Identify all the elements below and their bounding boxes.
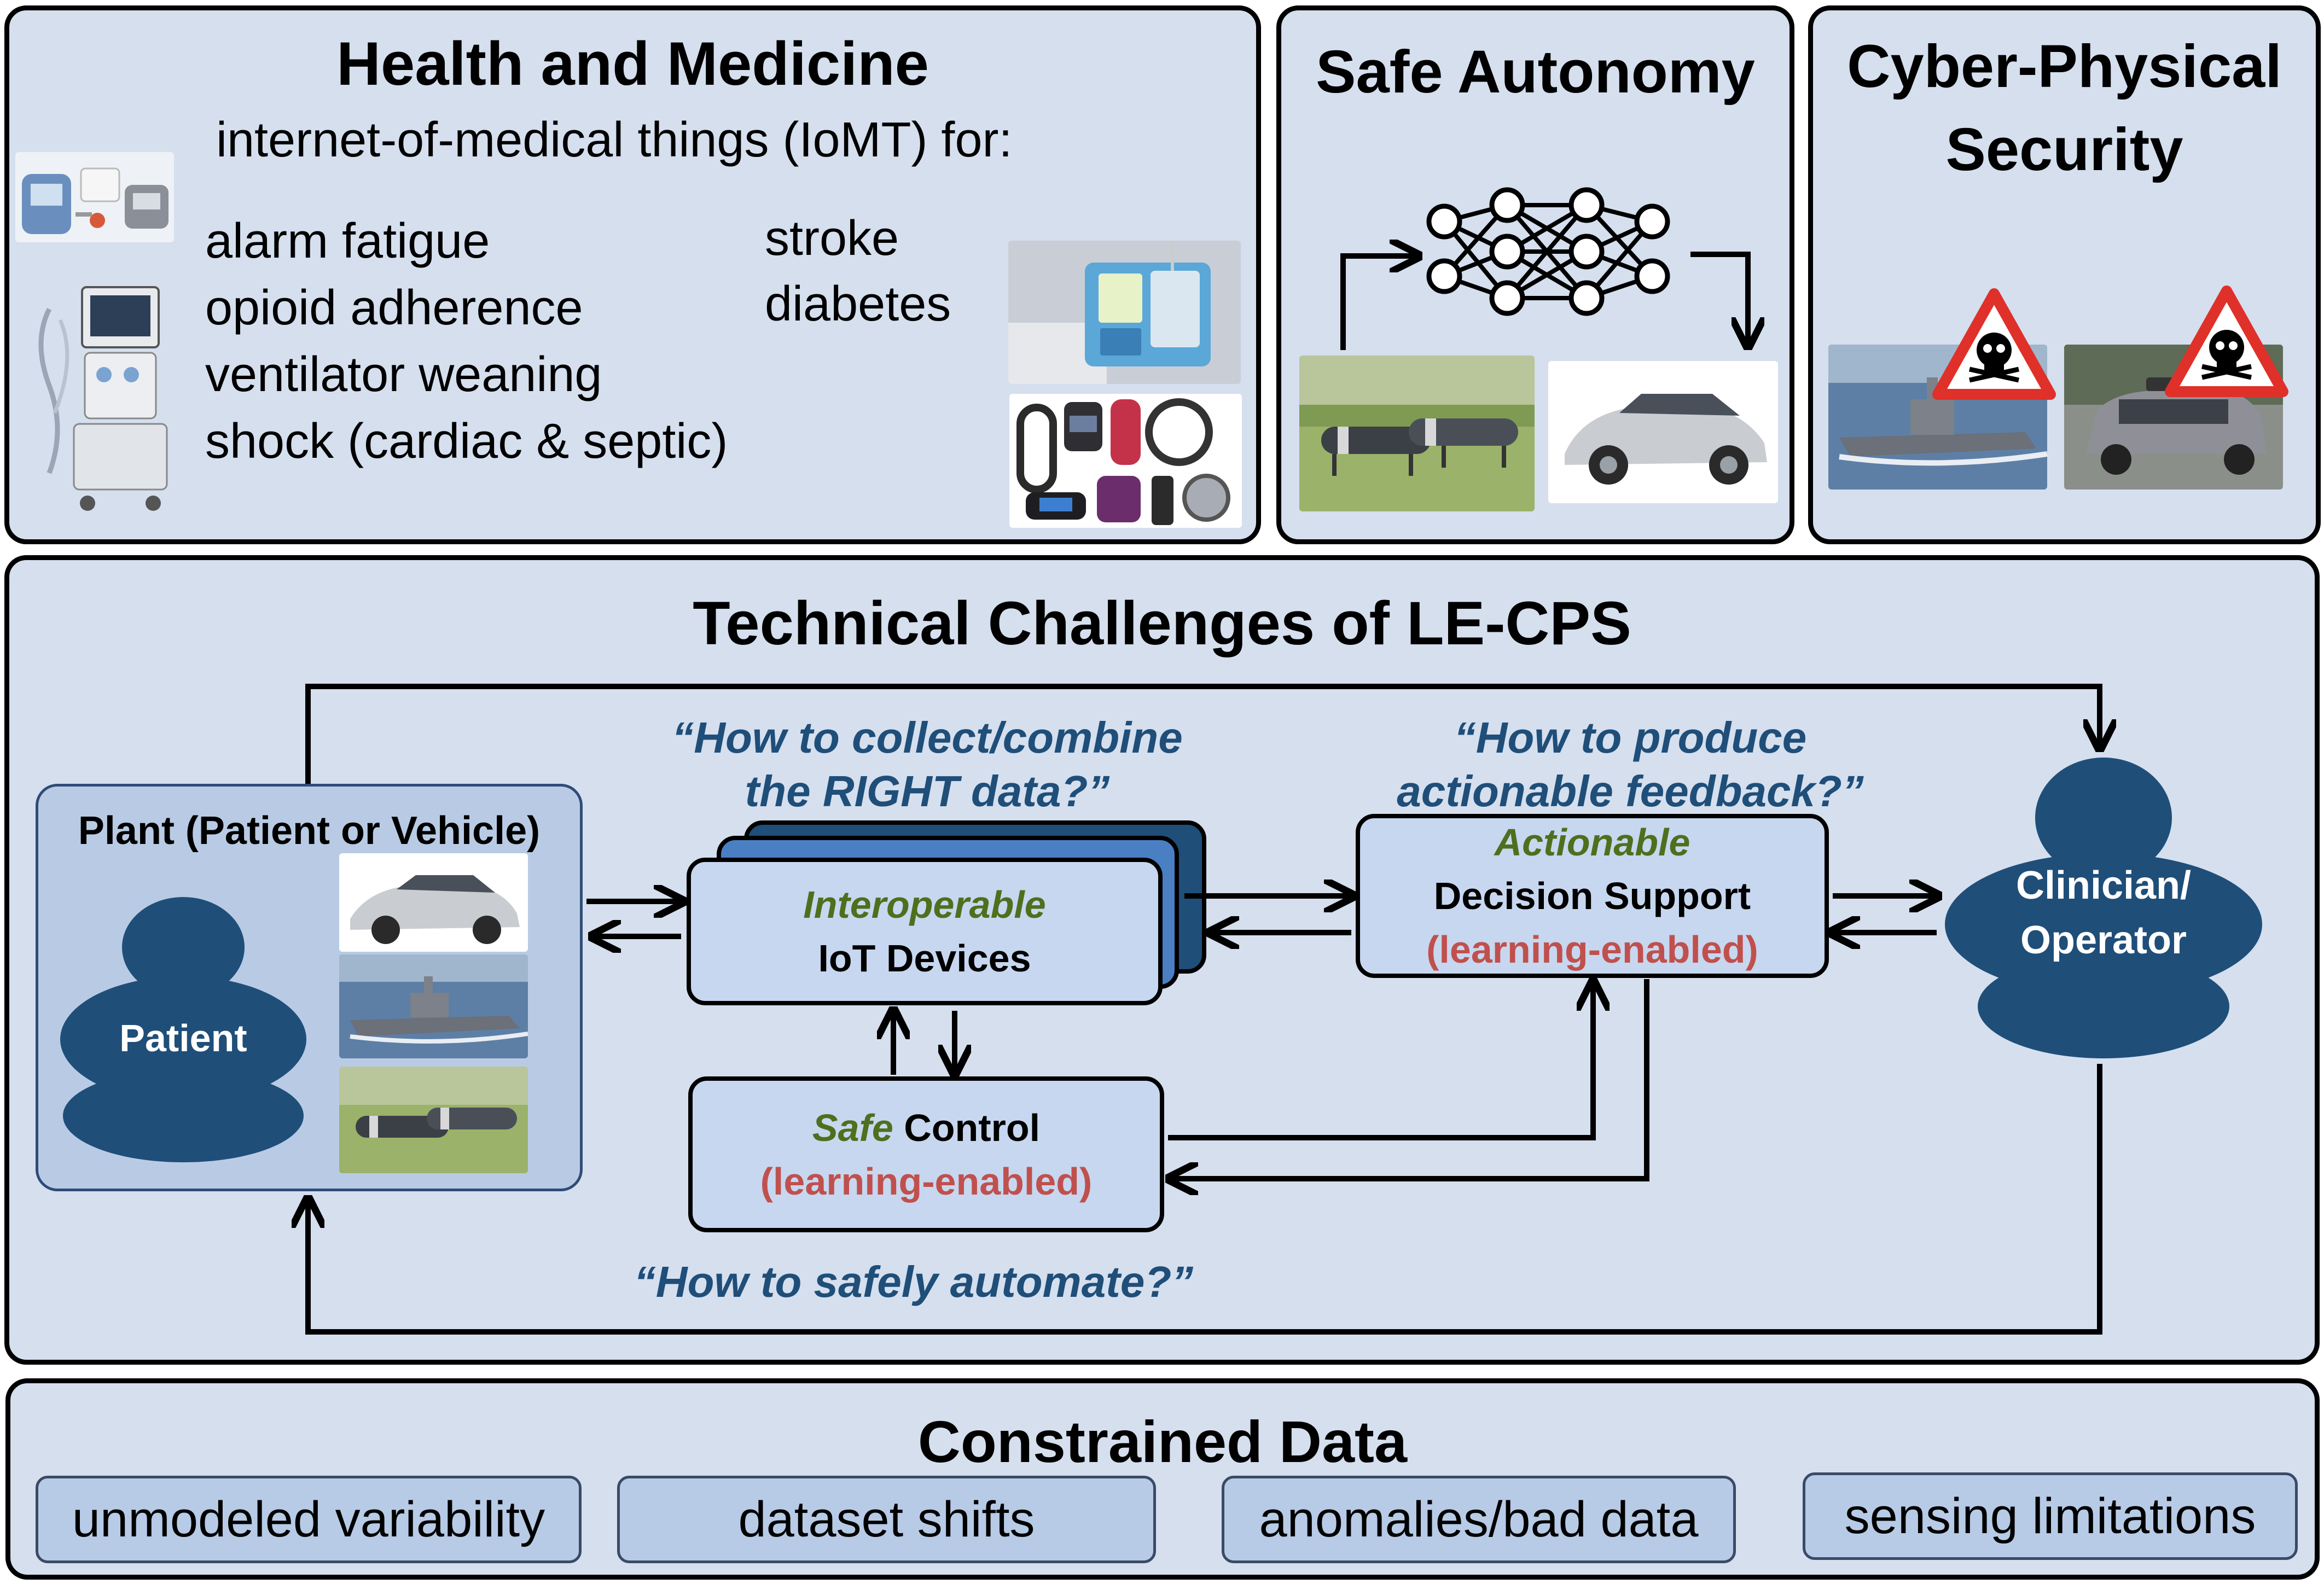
constrained-title: Constrained Data xyxy=(917,1408,1408,1475)
plant-uuv-photo xyxy=(339,1067,528,1173)
iot-label: IoT Devices xyxy=(818,937,1031,980)
fitness-trackers-photo xyxy=(1009,394,1242,528)
safe-control-box: Safe Control (learning-enabled) xyxy=(688,1076,1164,1232)
constrained-item-anomalies: anomalies/bad data xyxy=(1222,1476,1736,1563)
health-item-shock: shock (cardiac & septic) xyxy=(205,414,728,469)
health-item-alarm-fatigue: alarm fatigue xyxy=(205,214,490,269)
autonomy-title: Safe Autonomy xyxy=(1316,38,1755,106)
health-item-ventilator-weaning: ventilator weaning xyxy=(205,347,602,402)
security-title-line1: Cyber-Physical xyxy=(1847,33,2282,100)
sc-qualifier: Safe xyxy=(812,1106,893,1149)
plant-title: Plant (Patient or Vehicle) xyxy=(78,809,541,853)
health-subtitle: internet-of-medical things (IoMT) for: xyxy=(216,113,1013,167)
challenges-title: Technical Challenges of LE-CPS xyxy=(693,589,1631,657)
ds-note: (learning-enabled) xyxy=(1426,928,1758,971)
glucose-meter-photo xyxy=(15,152,174,242)
warning-skull-icon xyxy=(2165,286,2288,397)
ds-label: Decision Support xyxy=(1433,875,1751,917)
health-item-diabetes: diabetes xyxy=(765,277,951,331)
question-feedback-line1: “How to produce xyxy=(1454,713,1807,762)
clinician-figure xyxy=(1945,758,2262,1058)
health-item-stroke: stroke xyxy=(765,211,899,266)
iot-devices-box: Interoperable IoT Devices xyxy=(687,858,1163,1005)
warning-skull-icon xyxy=(1932,288,2056,400)
health-item-opioid-adherence: opioid adherence xyxy=(205,281,583,335)
patient-label: Patient xyxy=(119,1017,247,1059)
constrained-item-sensing-limitations: sensing limitations xyxy=(1803,1472,2298,1560)
plant-ship-photo xyxy=(339,954,528,1058)
ds-qualifier: Actionable xyxy=(1494,821,1690,864)
question-feedback-line2: actionable feedback?” xyxy=(1397,767,1864,816)
sc-note: (learning-enabled) xyxy=(760,1160,1093,1203)
clinician-label-line2: Operator xyxy=(2020,918,2187,962)
iot-qualifier: Interoperable xyxy=(803,883,1046,926)
ventilator-photo xyxy=(16,276,175,520)
clinician-label-line1: Clinician/ xyxy=(2015,864,2192,907)
health-title: Health and Medicine xyxy=(336,30,929,98)
question-automate: “How to safely automate?” xyxy=(634,1257,1194,1306)
security-title-line2: Security xyxy=(1945,116,2183,183)
uuv-photo xyxy=(1299,356,1535,511)
neural-network-icon xyxy=(1426,187,1670,316)
question-collect-line2: the RIGHT data?” xyxy=(745,767,1110,816)
plant-car-photo xyxy=(339,853,528,952)
car-photo xyxy=(1548,361,1778,503)
decision-support-box: Actionable Decision Support (learning-en… xyxy=(1356,814,1829,978)
sc-label: Control xyxy=(893,1106,1041,1149)
patient-figure xyxy=(60,897,306,1162)
question-collect-line1: “How to collect/combine xyxy=(672,713,1183,762)
infusion-pump-photo xyxy=(1008,241,1241,384)
constrained-item-dataset-shifts: dataset shifts xyxy=(617,1476,1156,1563)
constrained-item-unmodeled-variability: unmodeled variability xyxy=(36,1476,582,1563)
